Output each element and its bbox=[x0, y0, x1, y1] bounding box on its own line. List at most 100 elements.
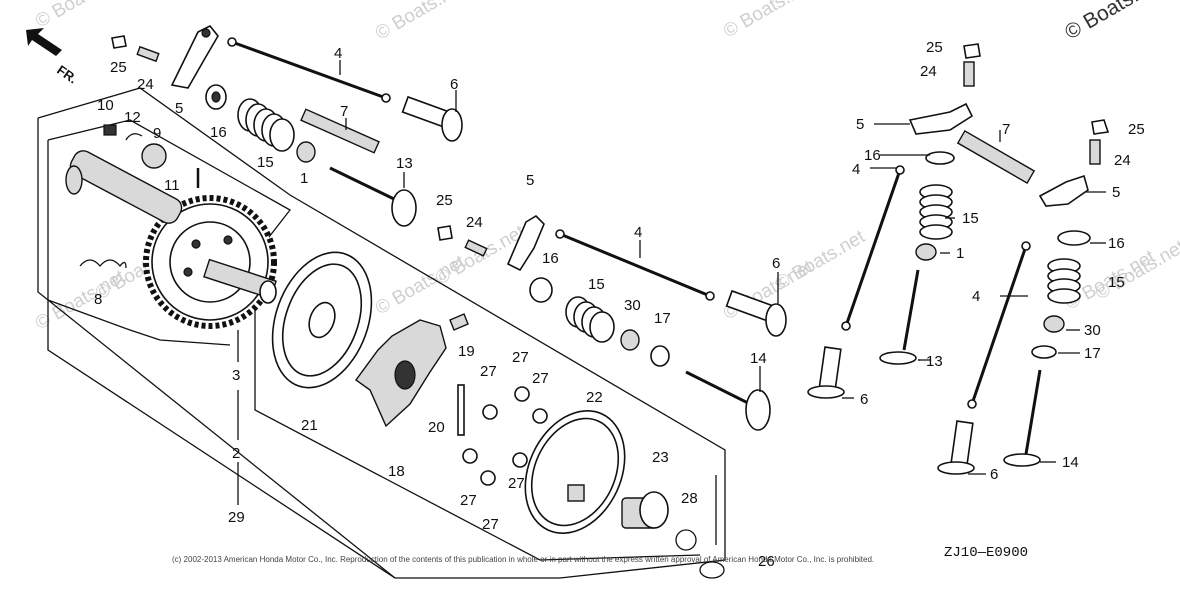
callout-15: 15 bbox=[962, 210, 979, 227]
stud-24 bbox=[963, 61, 975, 87]
seal-17 bbox=[1031, 345, 1057, 359]
stud-24 bbox=[1089, 139, 1101, 165]
callout-17: 17 bbox=[1084, 345, 1101, 362]
front-direction-arrow: FR. bbox=[26, 28, 80, 86]
callout-8: 8 bbox=[94, 291, 102, 308]
arrow-icon bbox=[26, 28, 62, 56]
guide-tube-7 bbox=[300, 108, 380, 154]
callout-24: 24 bbox=[1114, 152, 1131, 169]
nut-25 bbox=[437, 225, 453, 241]
watermark: © Boats.net bbox=[32, 0, 129, 32]
bracket-outer bbox=[37, 87, 726, 579]
callout-27: 27 bbox=[512, 349, 529, 366]
callout-17: 17 bbox=[654, 310, 671, 327]
callout-1: 1 bbox=[300, 170, 308, 187]
tappet-6 bbox=[807, 346, 845, 399]
callout-7: 7 bbox=[1002, 121, 1010, 138]
callout-15: 15 bbox=[588, 276, 605, 293]
callout-2: 2 bbox=[232, 445, 240, 462]
pushrod-4 bbox=[970, 245, 1028, 405]
callout-28: 28 bbox=[681, 490, 698, 507]
callout-4: 4 bbox=[852, 161, 860, 178]
rocker-arm-5 bbox=[506, 214, 545, 272]
callout-25: 25 bbox=[1128, 121, 1145, 138]
nut-25 bbox=[111, 35, 127, 49]
callout-13: 13 bbox=[926, 353, 943, 370]
circlip-28 bbox=[675, 529, 697, 551]
callout-5: 5 bbox=[856, 116, 864, 133]
callout-25: 25 bbox=[436, 192, 453, 209]
callout-27: 27 bbox=[482, 516, 499, 533]
direction-label: FR. bbox=[54, 62, 80, 86]
watermark: © Boats.net bbox=[720, 0, 817, 42]
callout-14: 14 bbox=[1062, 454, 1079, 471]
callout-11: 11 bbox=[164, 177, 180, 194]
callout-25: 25 bbox=[110, 59, 127, 76]
callout-5: 5 bbox=[1112, 184, 1120, 201]
pushrod-4 bbox=[844, 169, 902, 327]
valve-spring-15 bbox=[565, 296, 615, 343]
rocker-arm-5 bbox=[1038, 174, 1089, 207]
stud-24 bbox=[464, 239, 488, 257]
tappet-6 bbox=[937, 420, 975, 475]
watermark: © Boats.net bbox=[372, 0, 469, 44]
callout-16: 16 bbox=[1108, 235, 1125, 252]
callout-4: 4 bbox=[334, 45, 342, 62]
valve-train-group-2 bbox=[437, 214, 787, 431]
callout-14: 14 bbox=[750, 350, 767, 367]
ball-27 bbox=[512, 452, 528, 468]
rocker-pivot bbox=[201, 28, 211, 38]
part-19 bbox=[449, 313, 469, 331]
ball-27 bbox=[462, 448, 478, 464]
callout-5: 5 bbox=[526, 172, 534, 189]
diagram-code: ZJ10—E0900 bbox=[944, 545, 1028, 561]
pin-20 bbox=[457, 384, 465, 436]
callout-21: 21 bbox=[301, 417, 318, 434]
bearing-9 bbox=[141, 143, 167, 169]
exhaust-valve-13 bbox=[329, 166, 417, 227]
callout-10: 10 bbox=[97, 97, 114, 114]
spring-8 bbox=[79, 259, 127, 269]
cotter-30 bbox=[620, 329, 640, 351]
callout-6: 6 bbox=[860, 391, 868, 408]
guide-tube-7 bbox=[956, 129, 1036, 185]
decompressor-group bbox=[271, 251, 725, 579]
ball-27 bbox=[532, 408, 548, 424]
weight-18 bbox=[355, 319, 447, 428]
intake-valve-14 bbox=[685, 370, 771, 431]
copyright-notice: (c) 2002-2013 American Honda Motor Co., … bbox=[172, 555, 874, 564]
nut-25 bbox=[963, 43, 981, 59]
pushrod-4 bbox=[559, 232, 711, 298]
intake-valve-14 bbox=[1003, 369, 1042, 467]
callout-12: 12 bbox=[124, 109, 141, 126]
clip-12 bbox=[125, 133, 143, 141]
callout-15: 15 bbox=[257, 154, 274, 171]
pushrod-4 bbox=[231, 40, 387, 100]
nut-25 bbox=[1091, 119, 1110, 135]
watermark-corner: © Boats.net bbox=[1061, 0, 1168, 44]
seal-17 bbox=[650, 345, 670, 367]
camshaft bbox=[65, 150, 277, 304]
callout-7: 7 bbox=[340, 103, 348, 120]
callout-4: 4 bbox=[972, 288, 980, 305]
callout-24: 24 bbox=[137, 76, 154, 93]
retainer-16 bbox=[1057, 230, 1091, 246]
valve-spring-15 bbox=[237, 98, 295, 152]
callout-4: 4 bbox=[634, 224, 642, 241]
bracket-left bbox=[47, 300, 396, 579]
callout-16: 16 bbox=[210, 124, 227, 141]
tappet-6 bbox=[725, 289, 787, 337]
callout-29: 29 bbox=[228, 509, 245, 526]
callout-18: 18 bbox=[388, 463, 405, 480]
callout-24: 24 bbox=[920, 63, 937, 80]
bracket-decomp bbox=[254, 320, 701, 561]
callout-13: 13 bbox=[396, 155, 413, 172]
callout-6: 6 bbox=[990, 466, 998, 483]
ball-27 bbox=[482, 404, 498, 420]
rocker-arm-5 bbox=[170, 24, 219, 89]
callout-30: 30 bbox=[624, 297, 641, 314]
valve-spring-15 bbox=[1047, 258, 1081, 304]
stud-24 bbox=[136, 45, 160, 63]
